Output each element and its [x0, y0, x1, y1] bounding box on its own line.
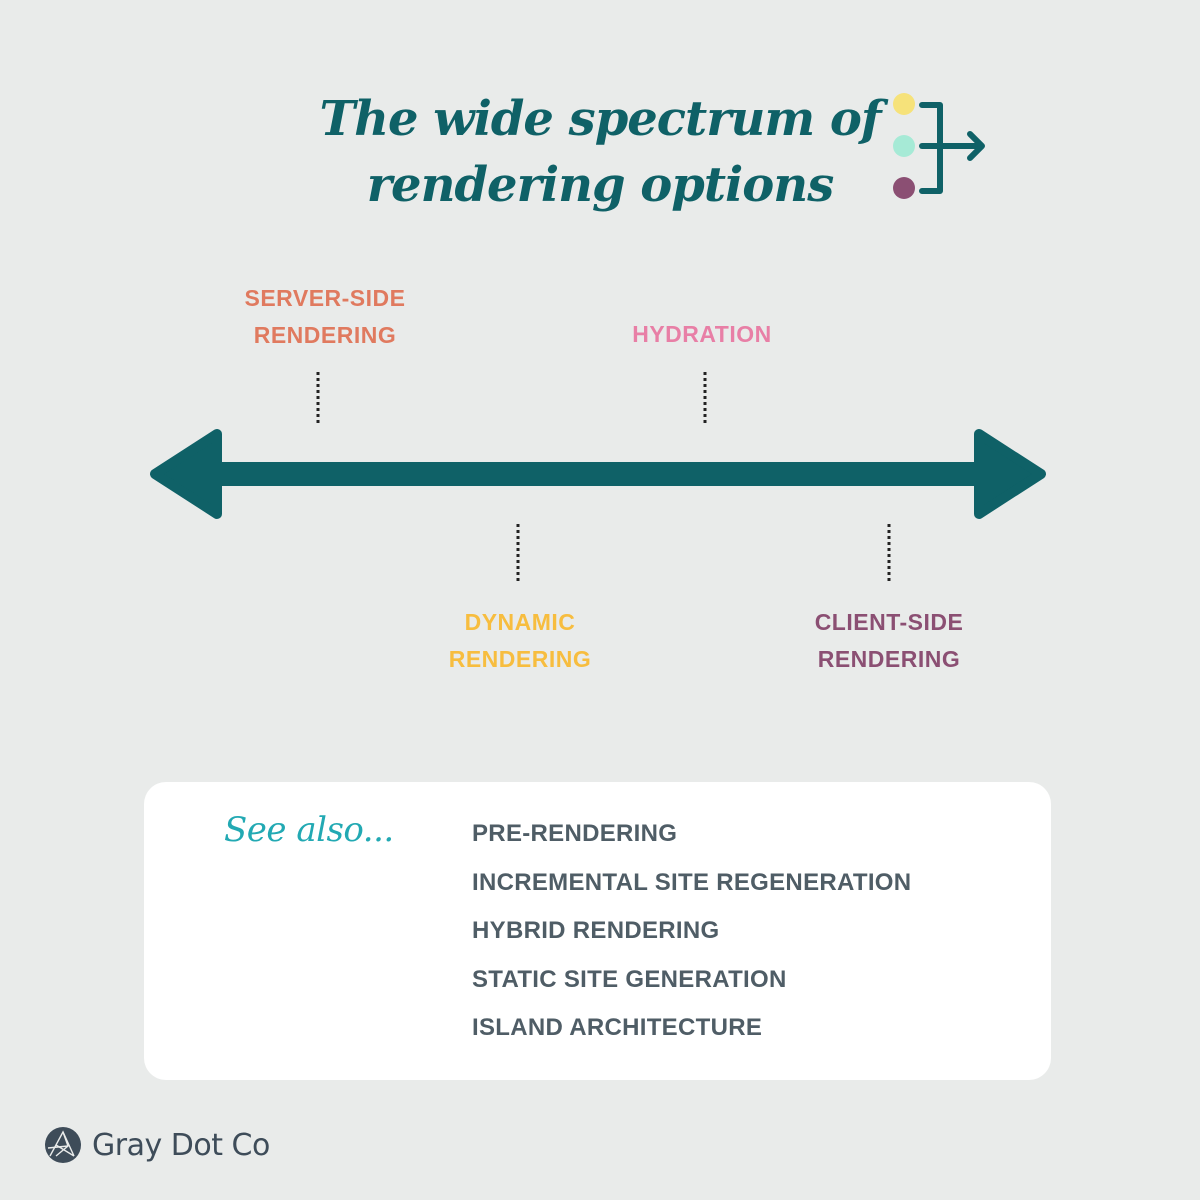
arrow-head — [967, 131, 985, 161]
brand-footer: Gray Dot Co — [44, 1126, 270, 1164]
yellow-dot — [893, 93, 915, 115]
mint-dot — [893, 135, 915, 157]
see-also-item-pre-rendering: PRE-RENDERING — [472, 820, 678, 847]
gray-dot-co-logo — [45, 1127, 81, 1163]
left-arrowhead — [150, 429, 222, 519]
see-also-item-static-site-generation: STATIC SITE GENERATION — [472, 965, 787, 993]
see-also-item-island-architecture: ISLAND ARCHITECTURE — [472, 1014, 763, 1042]
label-server-side-rendering: SERVER-SIDE RENDERING — [244, 285, 406, 348]
spectrum-shaft — [205, 462, 995, 486]
see-also-item-hybrid-rendering: HYBRID RENDERING — [472, 917, 720, 945]
label-client-side-rendering: CLIENT-SIDE RENDERING — [814, 609, 964, 672]
see-also-item-incremental-site-regeneration: INCREMENTAL SITE REGENERATION — [472, 868, 912, 896]
merge-arrow-icon — [893, 93, 985, 199]
right-arrowhead — [974, 429, 1046, 519]
title-line-2: rendering options — [366, 157, 834, 213]
see-also-card: See also... PRE-RENDERING INCREMENTAL SI… — [144, 782, 1051, 1080]
title-line-1: The wide spectrum of — [319, 91, 881, 147]
purple-dot — [893, 177, 915, 199]
see-also-heading: See also... — [224, 810, 394, 850]
brand-name: Gray Dot Co — [92, 1127, 270, 1163]
label-dynamic-rendering: DYNAMIC RENDERING — [448, 609, 592, 672]
see-also-list: PRE-RENDERING INCREMENTAL SITE REGENERAT… — [472, 810, 911, 1053]
page-title: The wide spectrum of rendering options — [300, 86, 900, 218]
label-hydration: HYDRATION — [632, 321, 772, 347]
